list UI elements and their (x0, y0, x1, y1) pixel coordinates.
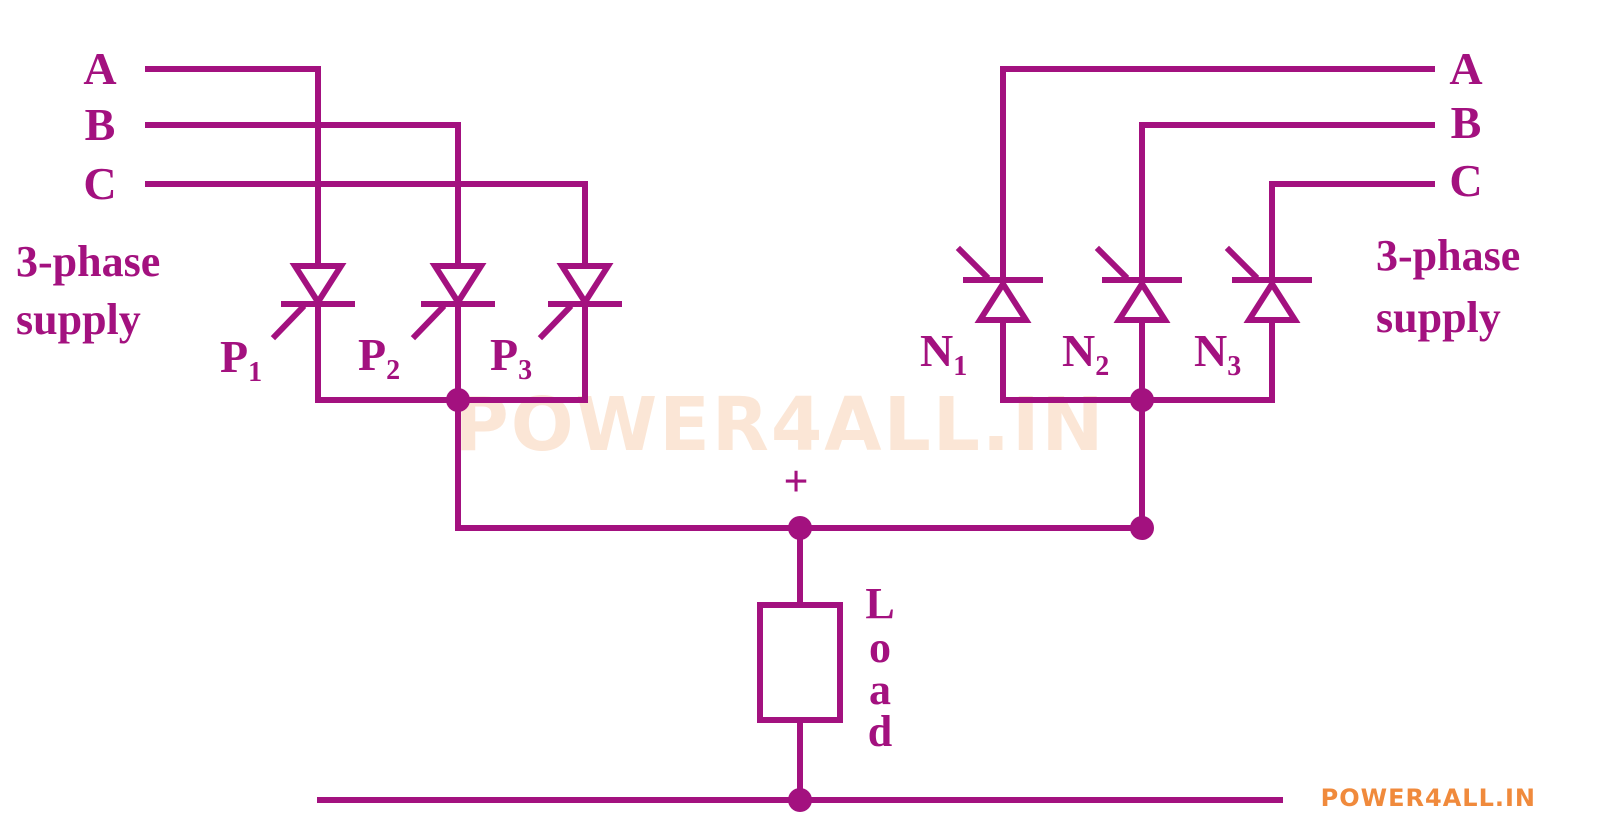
load-branch (317, 525, 1283, 803)
left-phase-a-label: A (83, 43, 116, 94)
watermark: POWER4ALL.IN (455, 382, 1106, 468)
load-label-letter: L (865, 579, 894, 628)
junction-dot (446, 388, 470, 412)
right-phase-b-label: B (1451, 97, 1482, 148)
left-phase-b-label: B (85, 99, 116, 150)
thyristor-n2-label: N2 (1062, 325, 1109, 382)
thyristor-p3 (537, 263, 622, 341)
right-phase-c-label: C (1449, 155, 1482, 206)
load-label-letter: d (868, 707, 892, 756)
thyristor-p2-label: P2 (358, 329, 400, 386)
thyristor-p3-label: P3 (490, 329, 532, 386)
junction-dots (446, 388, 1154, 812)
right-supply-label-line1: 3-phase (1376, 231, 1520, 280)
positive-group-wiring (145, 66, 803, 531)
left-supply-label-line2: supply (16, 295, 141, 344)
thyristor-p1 (270, 263, 355, 341)
junction-dot (788, 788, 812, 812)
positive-terminal-sign: + (783, 457, 808, 506)
thyristor-n3 (1224, 245, 1312, 323)
thyristor-n1 (955, 245, 1043, 323)
thyristor-p1-label: P1 (220, 331, 262, 388)
load-label-letter: o (869, 623, 891, 672)
left-supply-label-line1: 3-phase (16, 237, 160, 286)
right-phase-a-label: A (1449, 43, 1482, 94)
junction-dot (1130, 388, 1154, 412)
brand-logo-text: POWER4ALL.IN (1321, 784, 1536, 812)
thyristor-n3-label: N3 (1194, 325, 1241, 382)
thyristor-p2 (410, 263, 495, 341)
thyristor-n2 (1094, 245, 1182, 323)
right-supply-label-line2: supply (1376, 293, 1501, 342)
thyristor-n1-label: N1 (920, 325, 967, 382)
left-phase-c-label: C (83, 158, 116, 209)
junction-dot (1130, 516, 1154, 540)
negative-group-wiring (797, 66, 1435, 531)
load-label-letter: a (869, 665, 891, 714)
junction-dot (788, 516, 812, 540)
